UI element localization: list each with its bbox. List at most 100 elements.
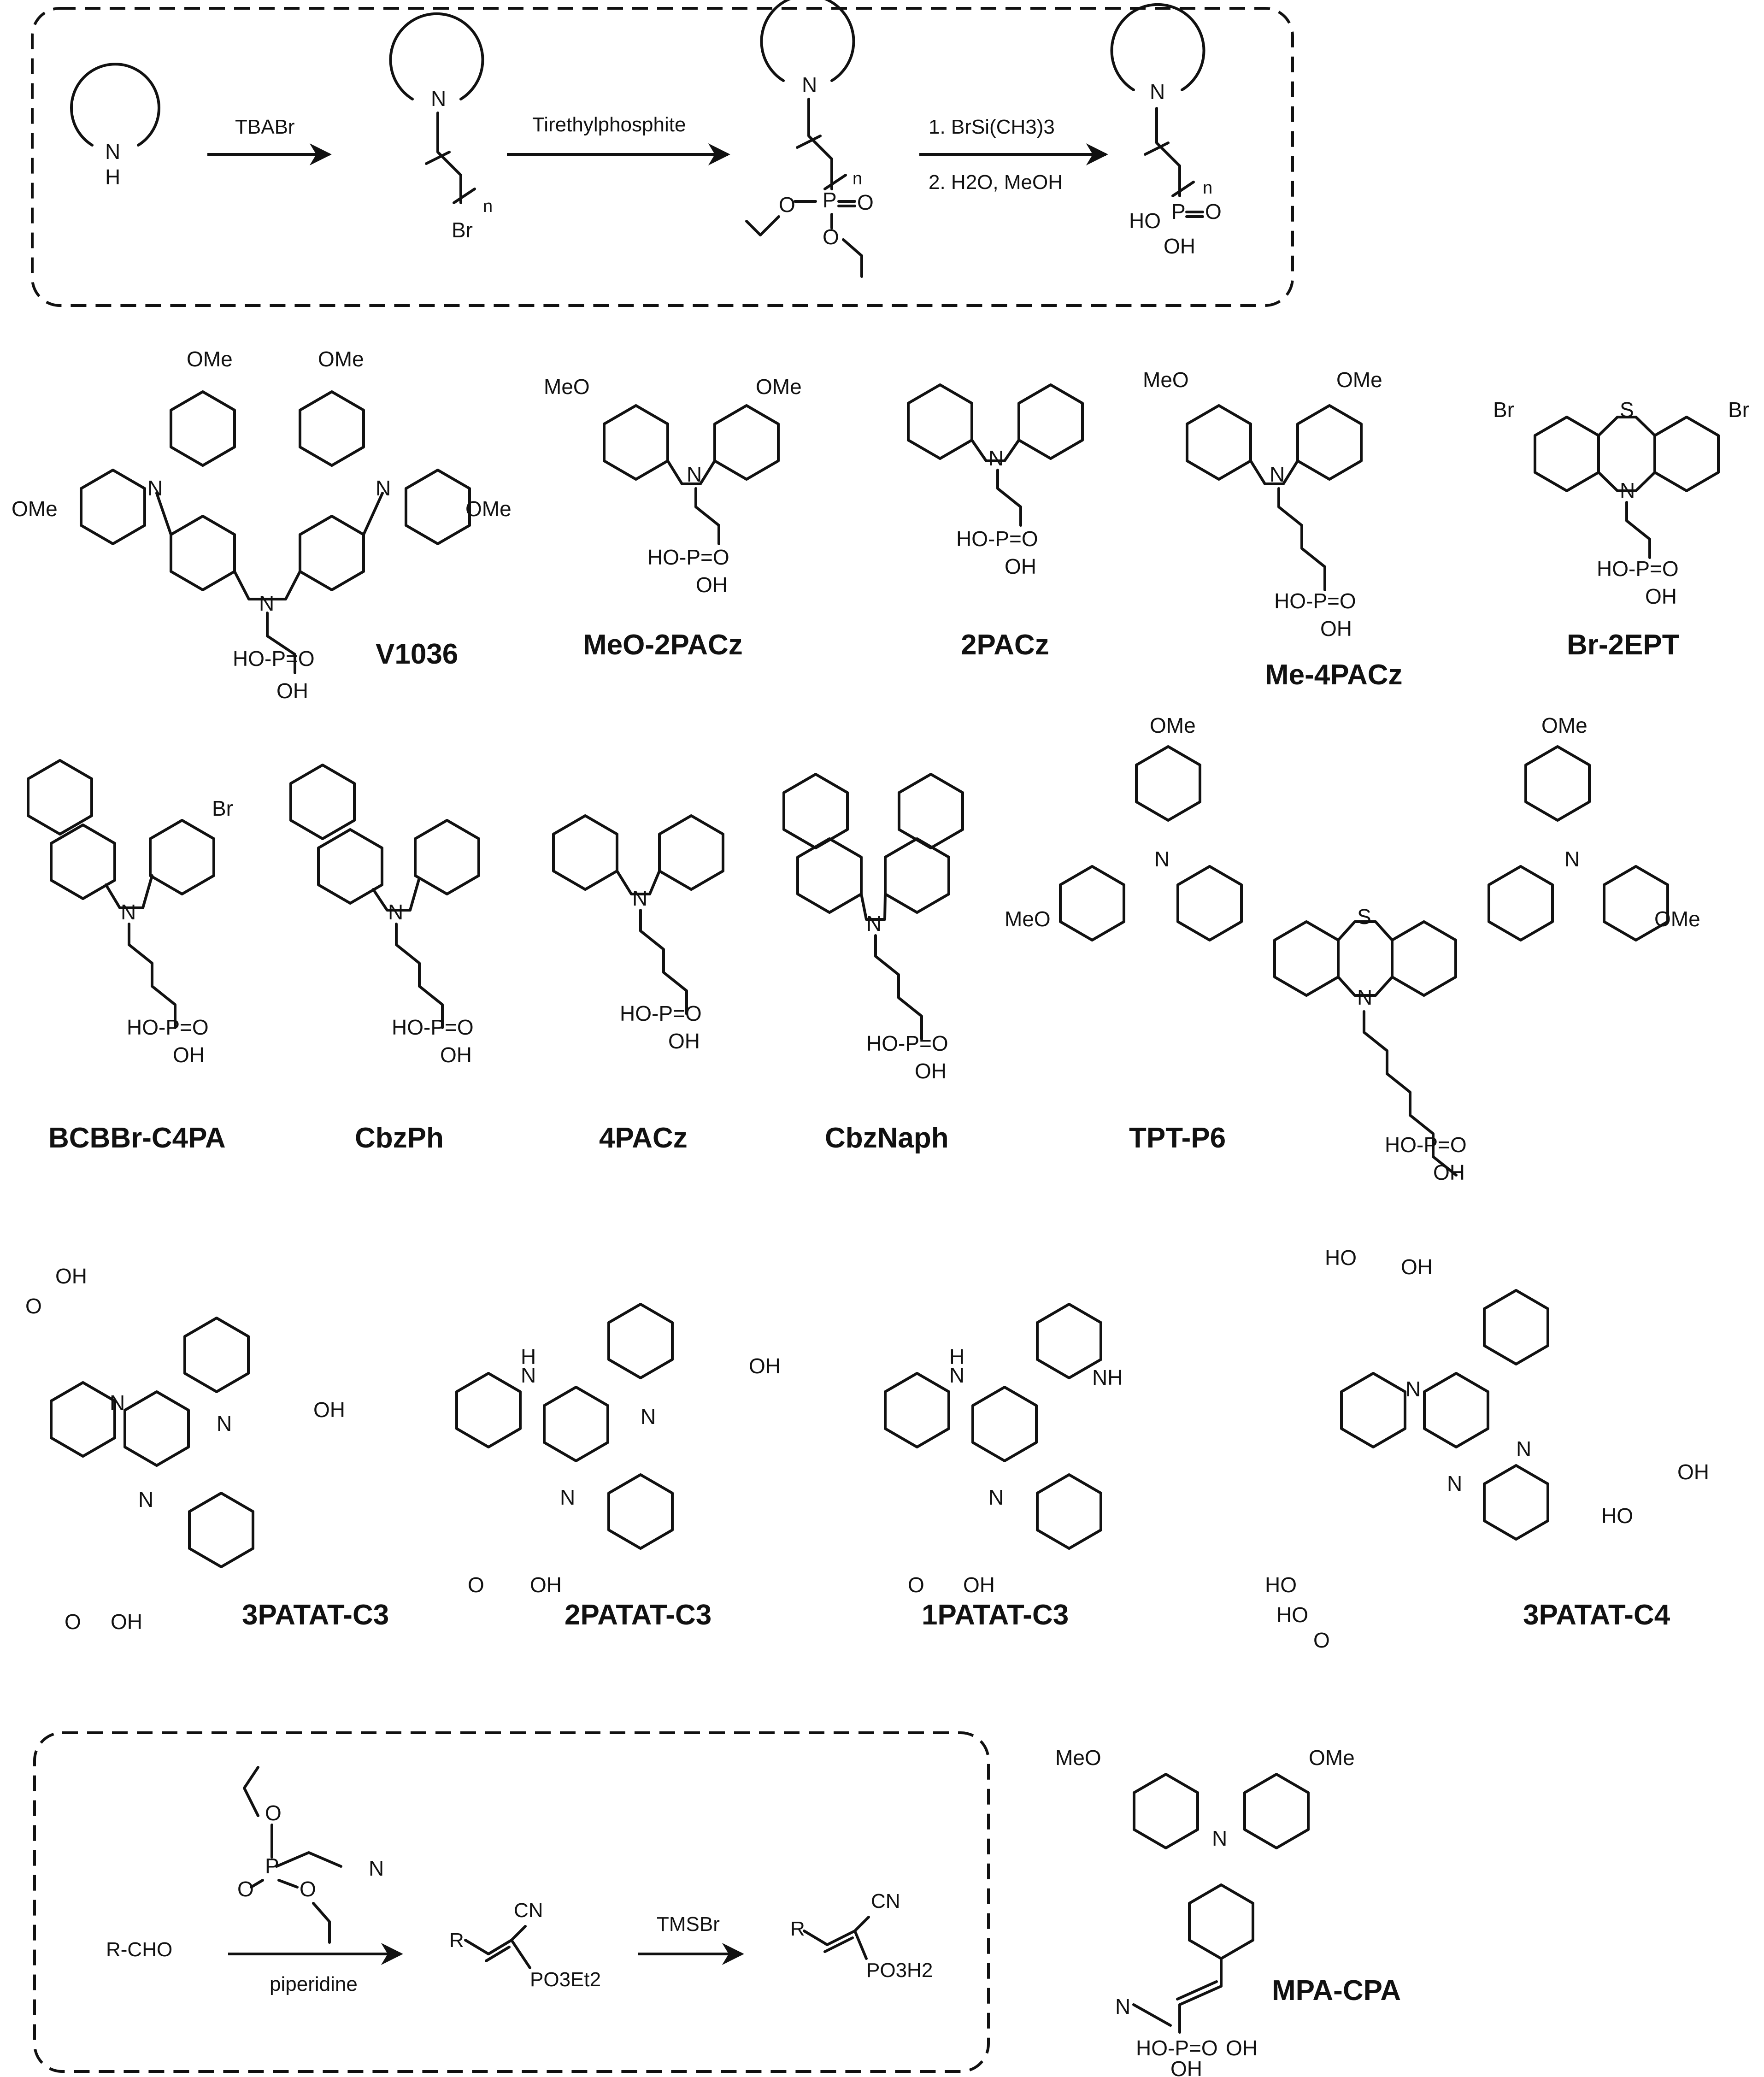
top-scheme-dashed-box [31,7,1294,307]
p-label-3: P [823,188,837,212]
mpacpa-oh-2: OH [1170,2057,1202,2077]
bottom-synthesis-scheme: R-CHO O P O O N piperidine R CN PO3Et2 T… [33,1731,990,2073]
me4pacz-acid: HO-P=O [1274,589,1356,613]
cyclic-amine-reactant: N H [70,63,160,189]
label-bcbbr-c4pa: BCBBr-C4PA [48,1122,226,1154]
step-3-reagent-2: 2. H2O, MeOH [929,171,1063,194]
label-mpa-cpa: MPA-CPA [1272,1975,1401,2006]
molecule-br-2ept: S N HO-P=O OH Br Br Br-2EPT [1493,398,1749,661]
3patat-c3-oh-3: OH [111,1610,142,1634]
v1036-oh: OH [276,679,308,703]
br-label: Br [452,218,473,242]
molecule-4pacz: N HO-P=O OH 4PACz [553,816,723,1154]
step-3-reagent-1: 1. BrSi(CH3)3 [929,116,1055,138]
label-4pacz: 4PACz [599,1122,688,1154]
phosphonic-acid-product: N n HO P O OH [1110,3,1222,258]
n-label-2: N [431,87,446,111]
mpacpa-oh-1: OH [1226,2036,1258,2060]
2pacz-oh: OH [1005,554,1036,578]
2patat-c3-oh-1: OH [749,1354,781,1378]
meo2pacz-n: N [687,462,702,486]
br2ept-n: N [1620,478,1635,502]
3patat-c4-o-3: O [1313,1628,1330,1652]
label-tpt-p6: TPT-P6 [1129,1122,1226,1154]
p-label-4: P [1171,200,1186,224]
v1036-n-right: N [376,476,391,500]
cbzph-n: N [388,900,403,924]
molecule-me-4pacz: N HO-P=O OH MeO OMe Me-4PACz [1143,368,1403,691]
mpacpa-acid: HO-P=O [1136,2036,1218,2060]
3patat-c4-ho-2: HO [1601,1504,1633,1528]
molecule-bcbbr-c4pa: N HO-P=O OH Br BCBBr-C4PA [28,760,233,1154]
molecule-2pacz: N HO-P=O OH 2PACz [908,385,1082,661]
label-3patat-c3: 3PATAT-C3 [242,1599,389,1631]
meo2pacz-meo: MeO [544,375,590,399]
bromoalkyl-intermediate: N n Br [389,12,493,242]
3patat-c4-ho-3: HO [1265,1573,1297,1597]
3patat-c3-o-1: O [25,1294,42,1318]
1patat-c3-o: O [908,1573,924,1597]
phosphonoacetonitrile-reagent: O P O O N [237,1766,384,1944]
reagent-o-2: O [237,1877,254,1901]
3patat-c3-o-3: O [65,1610,81,1634]
cbznaph-oh: OH [915,1059,947,1083]
br2ept-br-left: Br [1493,398,1514,422]
3patat-c4-ho-4: HO [1276,1603,1308,1627]
tptp6-acid: HO-P=O [1385,1133,1467,1157]
vinyl-phosphonic-acid: R CN PO3H2 [790,1890,933,1982]
molecule-meo-2pacz: N HO-P=O OH MeO OMe MeO-2PACz [544,375,802,661]
4pacz-n: N [632,886,647,910]
bcbbr-n: N [121,900,136,924]
meo2pacz-ome: OMe [756,375,802,399]
label-cbznaph: CbzNaph [825,1122,949,1154]
repeat-n-label-4: n [1203,178,1212,198]
tptp6-ome-2: OMe [1541,713,1588,737]
3patat-c3-n1: N [110,1391,125,1415]
molecule-v1036: N HO-P=O OH N N OMe OMe OMe OMe V1036 [12,347,512,703]
tptp6-ome-1: OMe [1150,713,1196,737]
prod2-r: R [790,1918,805,1940]
o-label-3a: O [779,193,795,217]
v1036-n-left: N [147,476,163,500]
v1036-n-core: N [259,591,274,615]
label-meo-2pacz: MeO-2PACz [583,629,743,661]
cbznaph-acid: HO-P=O [866,1031,948,1055]
me4pacz-ome: OMe [1336,368,1382,392]
bcbbr-br: Br [212,796,233,820]
4pacz-acid: HO-P=O [620,1001,702,1025]
2pacz-n: N [988,446,1004,470]
o-label-3b: O [857,190,874,214]
label-2pacz: 2PACz [961,629,1049,661]
prod1-po: PO3Et2 [530,1968,601,1991]
1patat-c3-oh: OH [963,1573,995,1597]
2patat-c3-oh-2: OH [530,1573,562,1597]
o-label-4: O [1205,200,1222,224]
1patat-c3-n3: N [988,1485,1004,1509]
2patat-c3-h: H [521,1345,536,1369]
3patat-c3-n2: N [217,1412,232,1436]
v1036-ome-2: OMe [318,347,364,371]
3patat-c4-n1: N [1405,1377,1421,1401]
reagent-nitrile-n: N [369,1856,384,1880]
br2ept-oh: OH [1645,584,1677,608]
cbznaph-n: N [866,912,882,936]
cbzph-acid: HO-P=O [392,1015,474,1039]
2patat-c3-nh: N [521,1363,536,1387]
mpacpa-n: N [1212,1826,1227,1850]
n-label-4: N [1150,80,1165,104]
bcbbr-oh: OH [173,1043,205,1067]
molecule-3patat-c3: N N N OH O OH O OH 3PATAT-C3 [25,1264,389,1634]
amine-h-label: H [105,165,120,189]
me4pacz-oh: OH [1320,617,1352,641]
3patat-c4-oh-1: OH [1401,1255,1433,1279]
tptp6-amine-n-right: N [1564,847,1580,871]
label-me-4pacz: Me-4PACz [1265,659,1403,691]
n-label-3: N [802,73,817,97]
2patat-c3-n3: N [560,1485,575,1509]
3patat-c4-ho-1: HO [1325,1246,1357,1270]
tptp6-oh: OH [1433,1160,1465,1184]
3patat-c4-n2: N [1516,1437,1531,1461]
bottom-reagent-condition: piperidine [270,1973,358,1995]
meo2pacz-acid: HO-P=O [647,545,729,569]
phosphonate-ester-intermediate: N n P O O O [745,0,874,278]
